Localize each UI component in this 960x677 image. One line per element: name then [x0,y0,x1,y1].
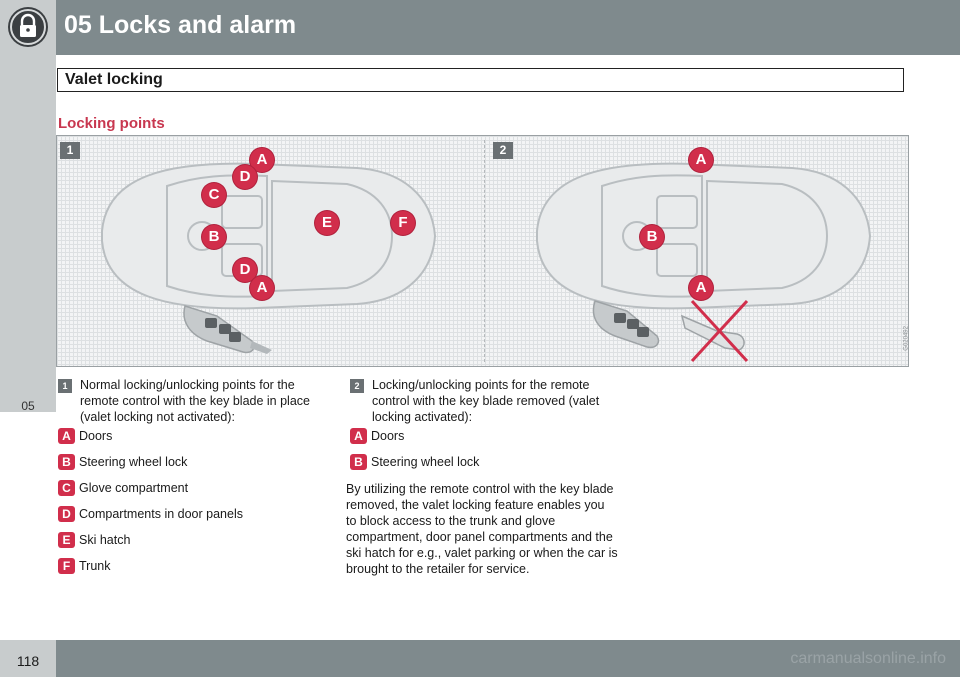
left-legend: A Doors B Steering wheel lock C Glove co… [58,428,328,578]
marker-d: D [233,165,257,189]
marker-a: A [689,148,713,172]
figure-code: G020492 [904,326,910,351]
legend-badge: B [58,454,75,470]
page-title: 05 Locks and alarm [64,11,297,39]
right-intro-text: Locking/unlocking points for the remote … [372,378,600,424]
marker-a: A [250,148,274,172]
legend-label: Trunk [79,559,111,573]
marker-b: B [640,225,664,249]
locking-points-figure: 1 2 A D C E F B D A A B A G020492 [56,135,910,367]
right-column: 2 Locking/unlocking points for the remot… [350,377,620,425]
section-title-bar: Valet locking [57,68,904,92]
marker-b: B [202,225,226,249]
legend-badge: A [350,428,367,444]
left-intro-text: Normal locking/unlocking points for the … [80,378,310,424]
legend-label: Doors [371,429,405,443]
legend-badge: B [350,454,367,470]
legend-label: Steering wheel lock [79,455,188,469]
padlock-icon [8,7,48,47]
marker-a: A [250,276,274,300]
page-number-box: 118 [0,640,56,677]
panel-1-ref-tag: 1 [58,379,72,393]
legend-badge: D [58,506,75,522]
remote-key-2 [592,300,660,349]
legend-label: Glove compartment [79,481,189,495]
legend-badge: A [58,428,75,444]
page-header: 05 Locks and alarm [0,0,960,55]
marker-f: F [391,211,415,235]
page-number: 118 [16,653,40,669]
panel-2-tag: 2 [493,142,513,159]
page-footer: 118 carmanualsonline.info [0,640,960,677]
figure-divider [484,140,485,362]
chapter-sidebar: 05 [0,55,56,413]
marker-c: C [202,183,226,207]
marker-a: A [689,276,713,300]
remote-key-1 [183,305,272,354]
right-intro: 2 Locking/unlocking points for the remot… [350,377,620,425]
car-illustration [101,162,872,363]
valet-paragraph: By utilizing the remote control with the… [346,482,618,576]
watermark: carmanualsonline.info [790,650,946,667]
chapter-icon-box [0,0,56,55]
chapter-number: 05 [21,399,35,413]
panel-1-tag: 1 [60,142,80,159]
marker-d: D [233,258,257,282]
right-legend: A Doors B Steering wheel lock [350,428,620,473]
legend-badge: E [58,532,75,548]
legend-label: Compartments in door panels [79,507,243,521]
legend-label: Doors [79,429,113,443]
legend-label: Steering wheel lock [371,455,480,469]
marker-e: E [315,211,339,235]
legend-badge: F [58,558,75,574]
legend-badge: C [58,480,75,496]
legend-label: Ski hatch [79,533,131,547]
left-column: 1 Normal locking/unlocking points for th… [58,377,328,425]
subheading: Locking points [58,115,165,132]
left-intro: 1 Normal locking/unlocking points for th… [58,377,328,425]
removed-key-blade [680,299,749,363]
section-title: Valet locking [65,71,163,88]
panel-2-ref-tag: 2 [350,379,364,393]
